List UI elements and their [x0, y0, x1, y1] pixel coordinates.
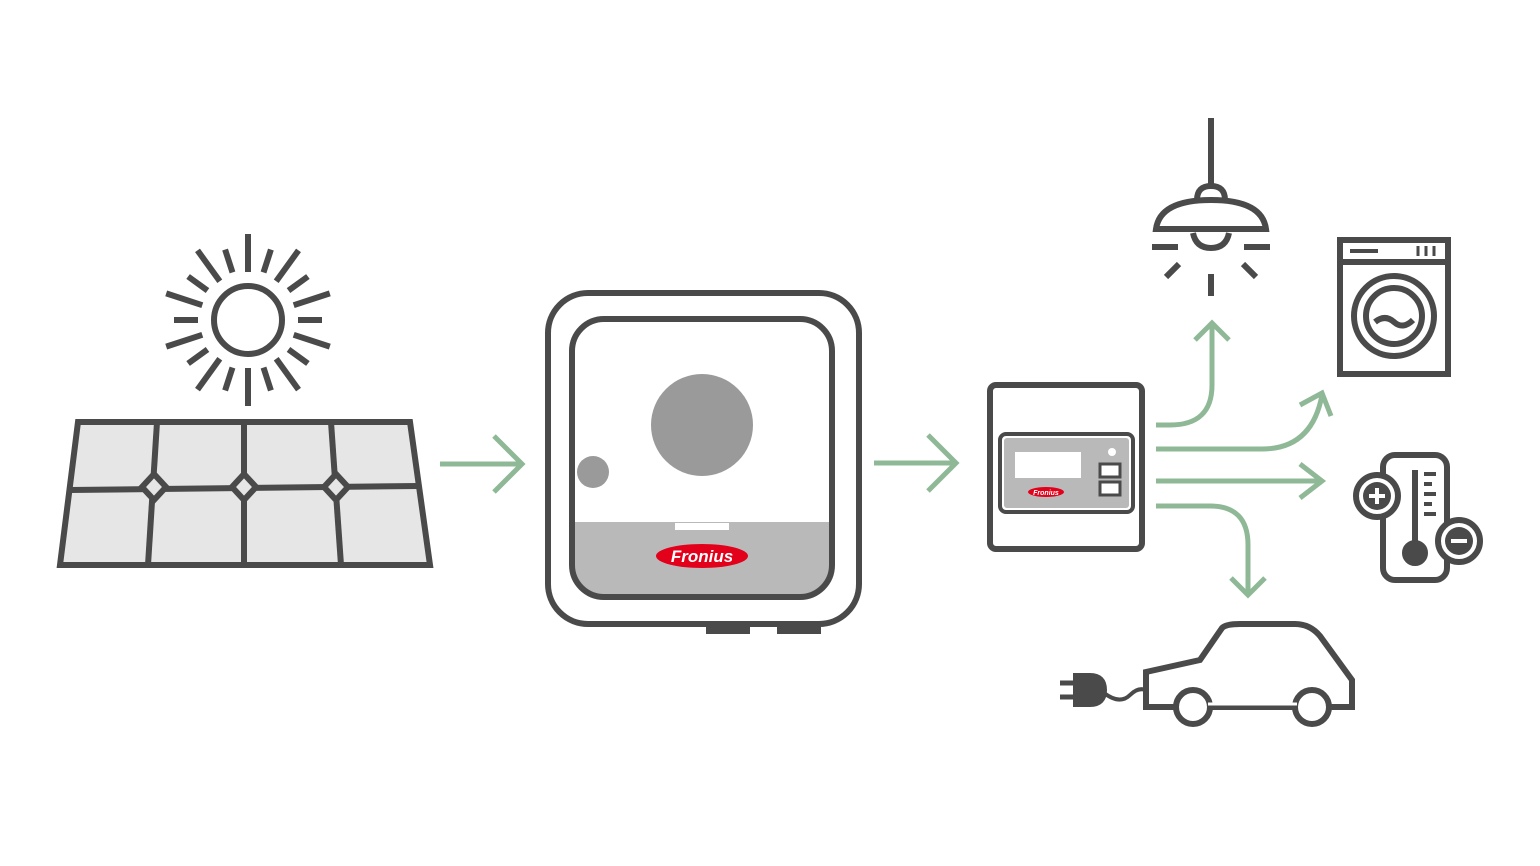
sun-ray: [222, 366, 236, 392]
electric-car-icon: [1143, 621, 1355, 727]
inverter-icon: [545, 290, 862, 634]
flow-arrow-icon: [440, 434, 526, 494]
washing-machine-icon: [1337, 237, 1451, 377]
flow-arrow-icon: [1156, 319, 1334, 599]
meter-brand-logo: Fronius: [1033, 490, 1059, 497]
sun-ray: [186, 346, 210, 366]
sun-ray: [260, 248, 274, 274]
ceiling-lamp-icon: [1152, 118, 1270, 296]
solar-panel-icon: [56, 419, 434, 568]
flow-arrow-icon: [874, 433, 960, 493]
sun-ray: [292, 331, 331, 350]
sun-icon: [165, 234, 331, 406]
sun-ray: [286, 346, 310, 366]
sun-ray: [195, 248, 223, 283]
sun-ray: [273, 248, 301, 283]
sun-ray: [260, 366, 274, 392]
sun-ray: [195, 357, 223, 392]
power-plug-icon: [1060, 673, 1147, 707]
sun-ray: [186, 274, 210, 294]
sun-ray: [273, 357, 301, 392]
sun-ray: [292, 290, 331, 309]
smart-meter-icon: [987, 382, 1145, 552]
sun-ray: [222, 248, 236, 274]
sun-ray: [165, 331, 204, 350]
sun-ray: [286, 274, 310, 294]
heat-pump-thermostat-icon: [1353, 452, 1483, 583]
inverter-brand-logo: Fronius: [671, 547, 733, 566]
sun-ray: [165, 290, 204, 309]
